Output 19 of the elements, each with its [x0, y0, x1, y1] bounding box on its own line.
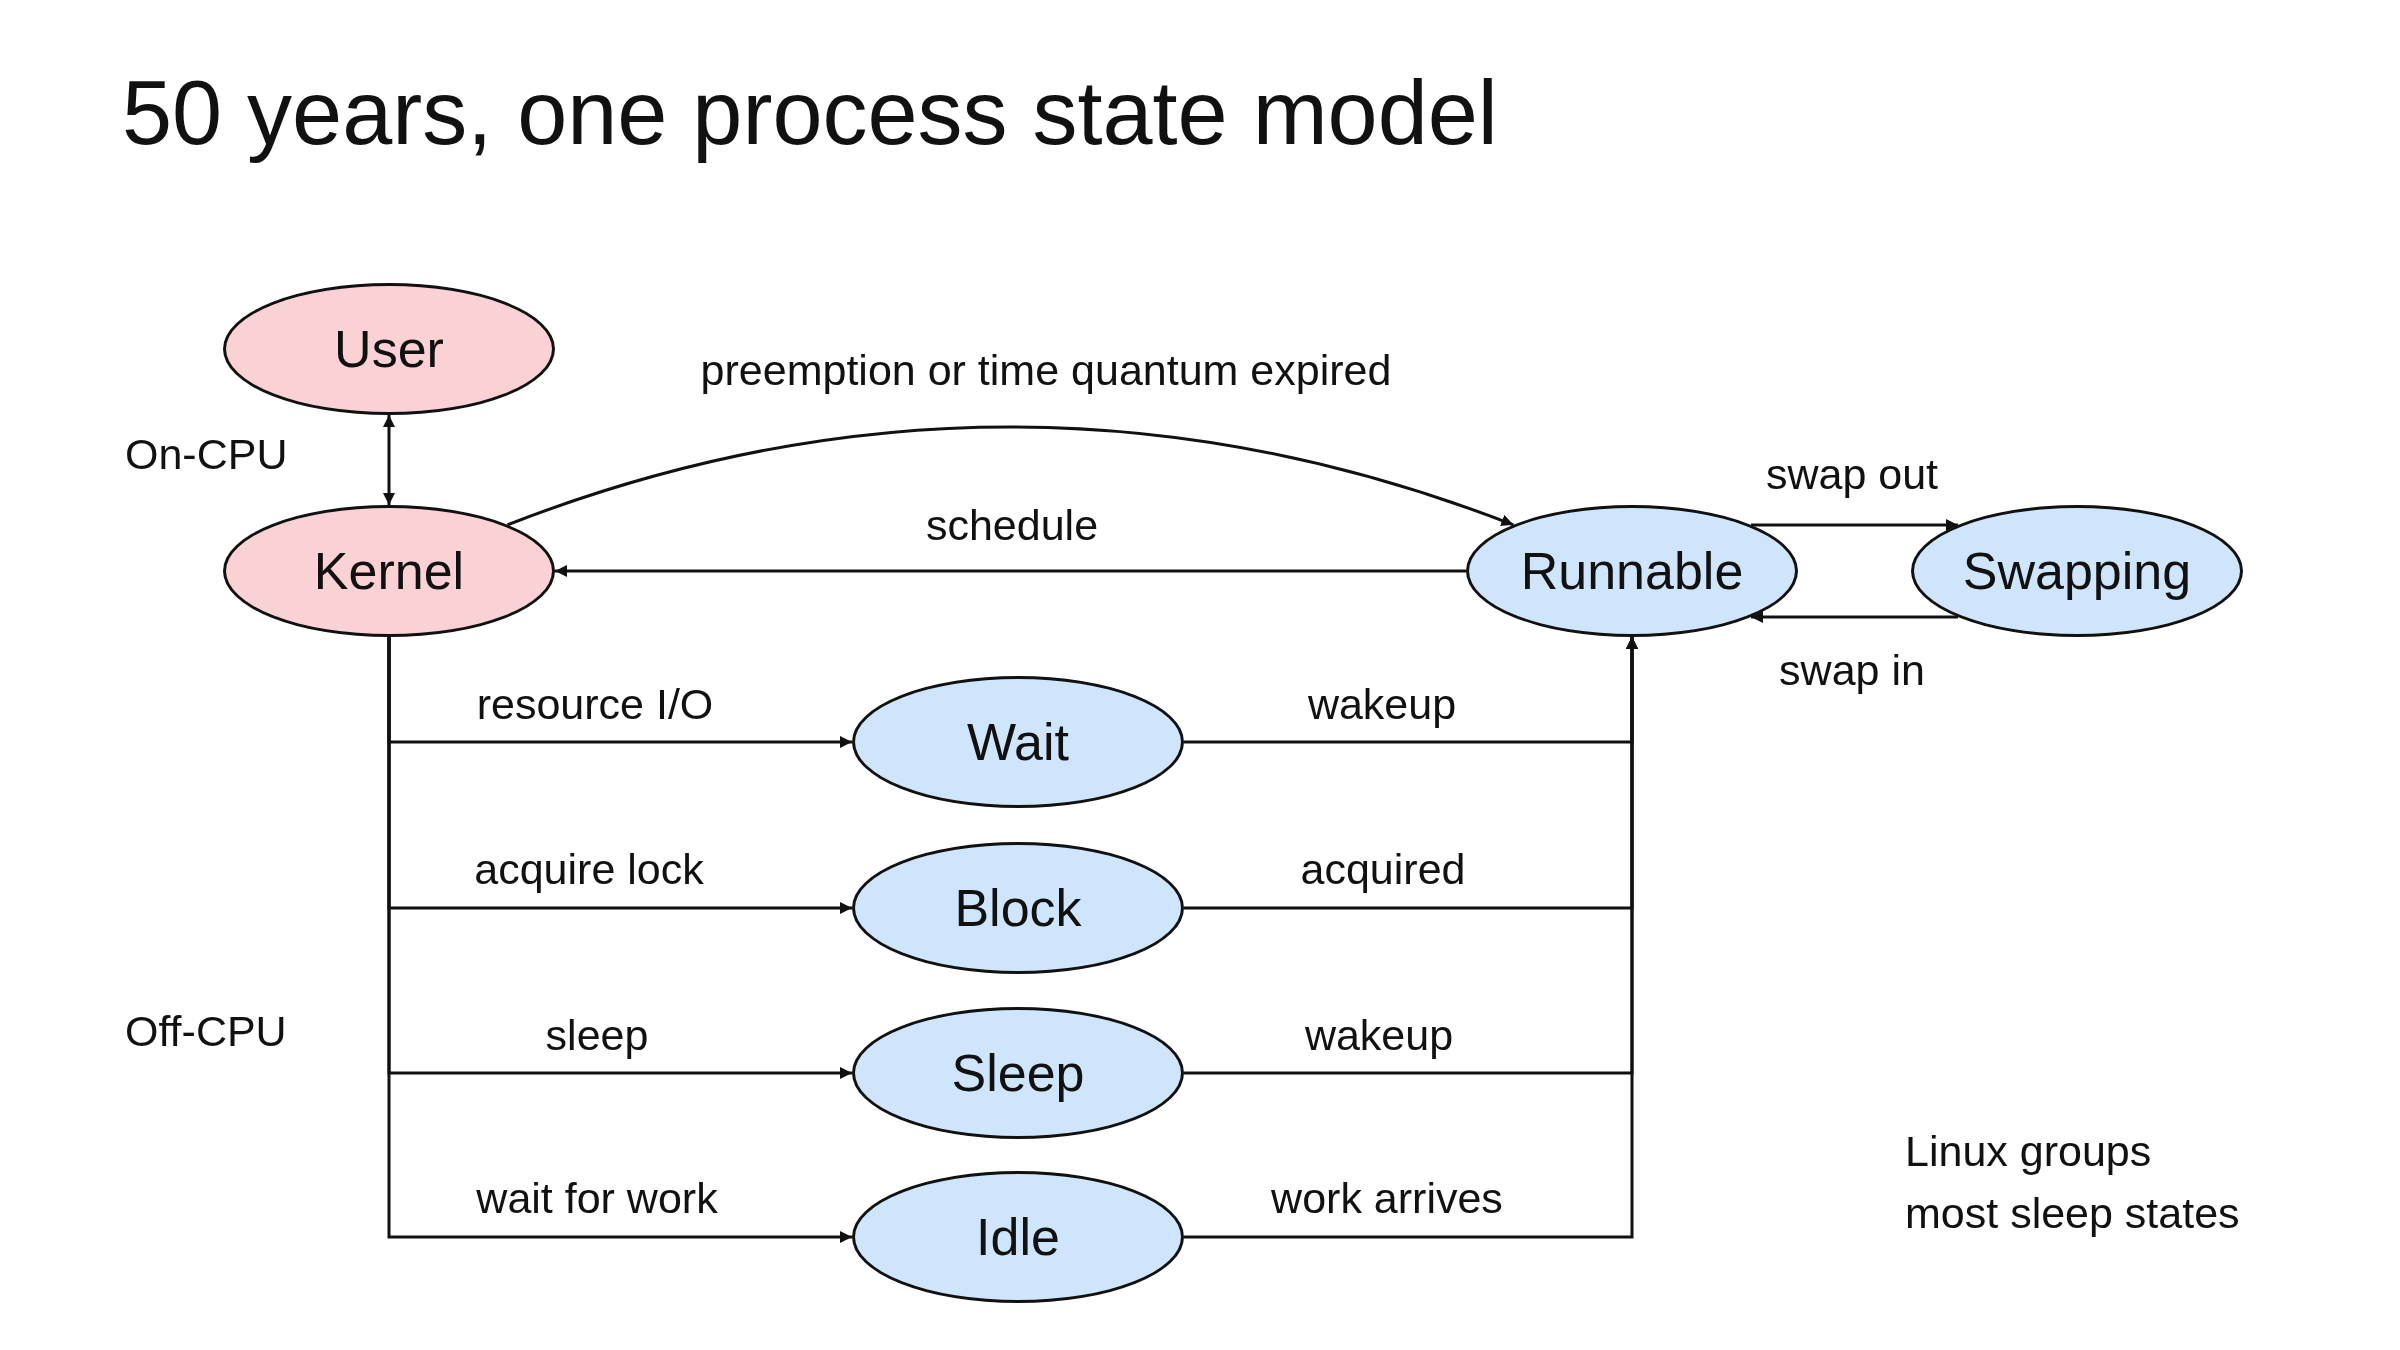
state-label: Idle [976, 1207, 1060, 1267]
state-label: Runnable [1520, 541, 1744, 601]
arrow [383, 415, 395, 505]
state-label: User [334, 319, 444, 379]
state-label: Block [954, 878, 1082, 938]
arrow [1751, 519, 1958, 531]
arrow [387, 637, 852, 1243]
note-text: Off-CPU [125, 1007, 287, 1056]
state-label: Sleep [951, 1043, 1085, 1103]
note-text: Linux groups most sleep states [1905, 1126, 2241, 1239]
arrow [507, 425, 1514, 527]
arrow [1184, 637, 1638, 1239]
diagram-title: 50 years, one process state model [122, 62, 1498, 165]
arrow [555, 565, 1466, 577]
arrow [1751, 611, 1958, 623]
state-label: Kernel [313, 541, 465, 601]
state-label: Swapping [1962, 541, 2192, 601]
note-text: On-CPU [125, 430, 288, 479]
state-label: Wait [966, 712, 1070, 772]
